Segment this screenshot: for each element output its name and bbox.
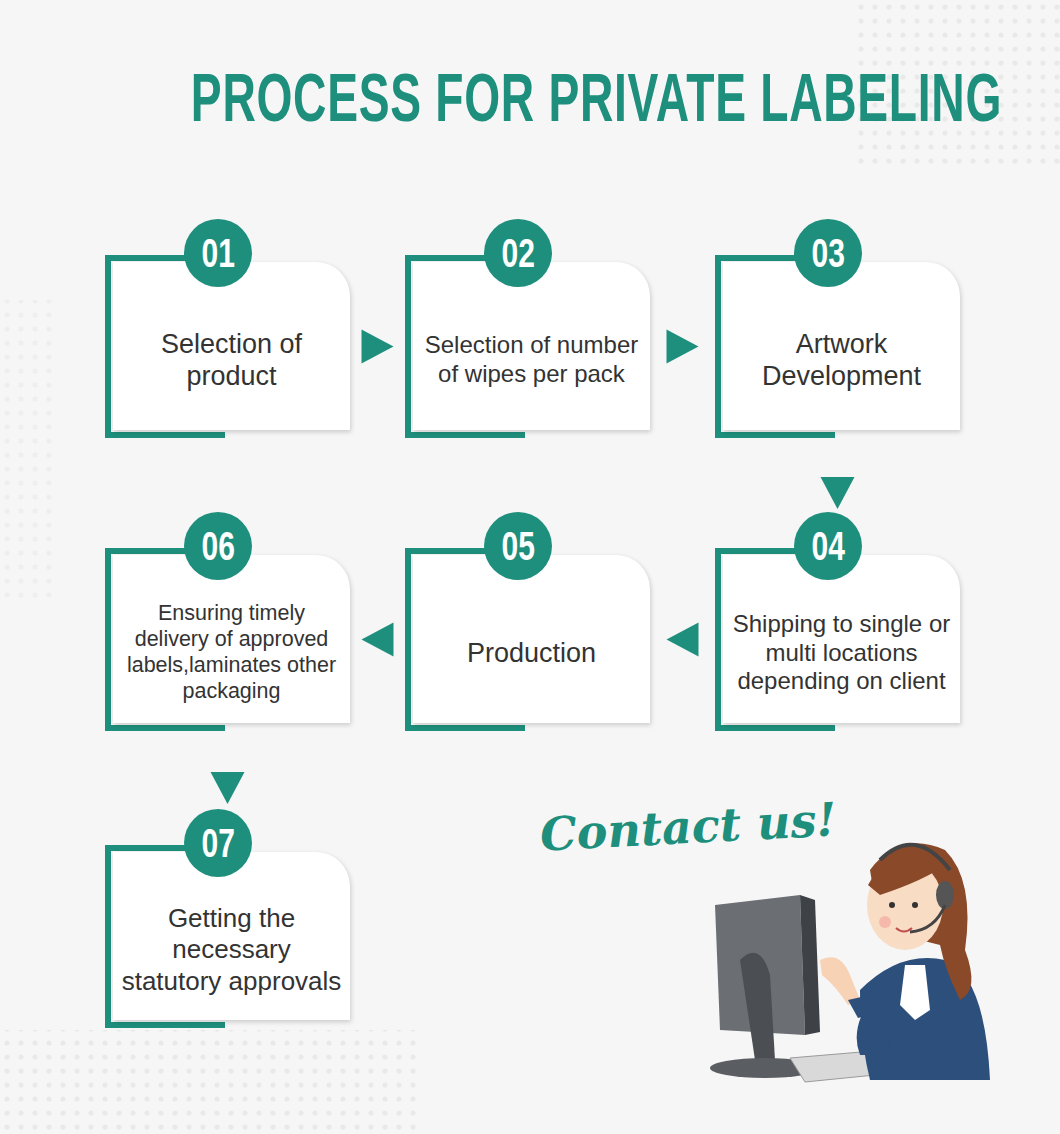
- step-circle: 06: [184, 512, 252, 580]
- frame-bar: [715, 255, 721, 438]
- dot-field: [0, 1030, 420, 1134]
- card: Selection of number of wipes per pack: [413, 262, 650, 430]
- step-number: 07: [201, 821, 234, 866]
- step-circle: 05: [484, 512, 552, 580]
- headset-mic: [910, 905, 945, 932]
- eye: [912, 902, 918, 908]
- mouth: [896, 928, 912, 932]
- title-row: PROCESS FOR PRIVATE LABELING: [0, 58, 1060, 136]
- shirt: [900, 965, 930, 1020]
- flow-arrow: [350, 623, 405, 657]
- process-box: Artwork Development03: [715, 255, 960, 438]
- arrow-head: [362, 623, 394, 657]
- step-text: Selection of number of wipes per pack: [421, 331, 642, 389]
- process-box: Ensuring timely delivery of approved lab…: [105, 548, 350, 731]
- step-circle: 07: [184, 809, 252, 877]
- step-text: Artwork Development: [731, 328, 952, 393]
- process-box: Selection of product01: [105, 255, 350, 438]
- frame-bar: [105, 1022, 225, 1028]
- step-circle: 02: [484, 219, 552, 287]
- frame-bar: [105, 548, 111, 731]
- step-text: Getting the necessary statutory approval…: [121, 903, 342, 997]
- frame-bar: [405, 255, 411, 438]
- headset-ear: [936, 881, 954, 909]
- frame-bar: [715, 432, 835, 438]
- arrow-head: [667, 623, 699, 657]
- sleeve: [848, 995, 880, 1018]
- frame-bar: [715, 725, 835, 731]
- frame-bar: [105, 845, 111, 1028]
- raised-hand: [820, 957, 860, 1005]
- frame-bar: [105, 432, 225, 438]
- frame-bar: [405, 548, 411, 731]
- process-box: Selection of number of wipes per pack02: [405, 255, 650, 438]
- card: Selection of product: [113, 262, 350, 430]
- process-box: Getting the necessary statutory approval…: [105, 845, 350, 1028]
- monitor-stand: [740, 953, 775, 1060]
- card: Production: [413, 555, 650, 723]
- frame-bar: [105, 725, 225, 731]
- frame-bar: [405, 725, 525, 731]
- step-number: 02: [501, 231, 534, 276]
- step-text: Selection of product: [121, 328, 342, 393]
- step-number: 05: [501, 524, 534, 569]
- headset-band: [880, 845, 950, 870]
- step-text: Shipping to single or multi locations de…: [731, 610, 952, 696]
- flow-arrow: [350, 330, 405, 364]
- monitor-side: [800, 895, 820, 1035]
- step-circle: 01: [184, 219, 252, 287]
- step-text: Ensuring timely delivery of approved lab…: [121, 601, 342, 704]
- step-text: Production: [467, 637, 596, 669]
- arrow-head: [821, 477, 855, 509]
- card: Ensuring timely delivery of approved lab…: [113, 555, 350, 723]
- flow-arrow: [650, 330, 715, 364]
- process-box: Shipping to single or multi locations de…: [715, 548, 960, 731]
- step-circle: 04: [794, 512, 862, 580]
- dot-field: [0, 300, 60, 600]
- frame-bar: [715, 548, 721, 731]
- card: Getting the necessary statutory approval…: [113, 852, 350, 1020]
- eye: [889, 902, 895, 908]
- step-number: 03: [811, 231, 844, 276]
- contact-label: Contact us!: [539, 792, 838, 861]
- card: Shipping to single or multi locations de…: [723, 555, 960, 723]
- step-number: 01: [201, 231, 234, 276]
- frame-bar: [105, 255, 111, 438]
- process-box: Production05: [405, 548, 650, 731]
- contact-label-wrap: Contact us!: [539, 792, 838, 861]
- step-number: 06: [201, 524, 234, 569]
- cheek: [879, 916, 891, 928]
- flow-arrow: [650, 623, 715, 657]
- card: Artwork Development: [723, 262, 960, 430]
- step-number: 04: [811, 524, 844, 569]
- step-circle: 03: [794, 219, 862, 287]
- arrow-head: [667, 330, 699, 364]
- title: PROCESS FOR PRIVATE LABELING: [191, 58, 1002, 136]
- arrow-head: [211, 772, 245, 804]
- arrow-head: [362, 330, 394, 364]
- fringe: [868, 858, 945, 895]
- frame-bar: [405, 432, 525, 438]
